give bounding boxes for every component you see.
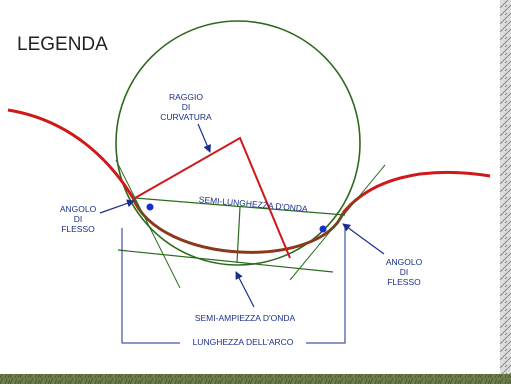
radius-label: RAGGIO DI CURVATURA [160, 92, 212, 122]
inflection-left-line-3: FLESSO [61, 224, 95, 234]
inflection-left-arrow [99, 199, 135, 214]
photo-edge-bottom [0, 374, 511, 384]
inflection-right-line-2: DI [400, 267, 409, 277]
inflection-left-line-1: ANGOLO [60, 204, 97, 214]
legend-panel [0, 0, 500, 374]
half-wavelength-line [134, 197, 346, 216]
radius-label-line-1: RAGGIO [169, 92, 203, 102]
radius-label-line-3: CURVATURA [160, 112, 212, 122]
inflection-left-line-2: DI [74, 214, 83, 224]
inflection-point-left [146, 203, 154, 211]
half-amplitude-label: SEMI-AMPIEZZA D'ONDA [195, 313, 296, 323]
river-line-left [7, 108, 135, 199]
photo-edge-right [500, 0, 511, 384]
radius-arrow [197, 123, 211, 153]
radius-lines [134, 136, 291, 259]
inflection-point-right [319, 225, 327, 233]
half-amplitude-arrow [235, 271, 255, 308]
river-bend [131, 197, 345, 254]
inflection-left-label: ANGOLO DI FLESSO [60, 204, 97, 234]
inflection-right-arrow [342, 223, 385, 255]
river-line-right [341, 170, 491, 214]
legend-title: LEGENDA [17, 34, 108, 55]
arc-length-label-bg [180, 334, 306, 348]
half-amplitude-line [236, 206, 241, 263]
arc-baseline [117, 249, 334, 273]
inflection-right-line-1: ANGOLO [386, 257, 423, 267]
inflection-right-line-3: FLESSO [387, 277, 421, 287]
tangent-right [289, 164, 386, 281]
inflection-right-label: ANGOLO DI FLESSO [386, 257, 423, 287]
curvature-circle [115, 20, 361, 266]
tangent-left [115, 159, 181, 289]
radius-label-line-2: DI [182, 102, 191, 112]
arc-length-label: LUNGHEZZA DELL'ARCO [193, 337, 294, 347]
